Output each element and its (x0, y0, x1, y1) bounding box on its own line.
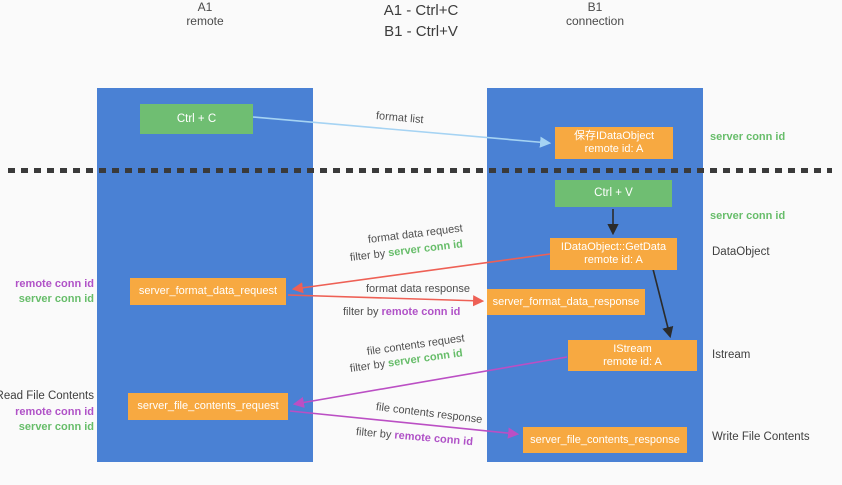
save-dataobject-line1: 保存IDataObject (573, 130, 655, 142)
remote-conn-id-text: remote conn id (381, 306, 461, 318)
left-remote-conn-id-1: remote conn id (15, 278, 94, 290)
ctrl-v-label: Ctrl + V (594, 187, 633, 199)
ctrl-v-node: Ctrl + V (555, 180, 672, 207)
file-contents-request-arrow (292, 356, 568, 408)
server-format-data-response-node: server_format_data_response (487, 289, 645, 315)
lane-b-header: B1 connection (487, 0, 703, 28)
save-dataobject-node: 保存IDataObject remote id: A (555, 127, 673, 159)
title-line-2: B1 - Ctrl+V (384, 23, 458, 40)
istream-line1: IStream (613, 342, 652, 355)
format-data-response-arrow (287, 294, 485, 307)
getdata-line1: IDataObject::GetData (560, 241, 667, 253)
ctrl-c-node: Ctrl + C (140, 104, 253, 134)
server-format-data-request-node: server_format_data_request (130, 278, 286, 305)
left-server-conn-id-2: server conn id (18, 421, 94, 433)
right-server-conn-id-top: server conn id (710, 131, 786, 143)
filter-by-text: filter by (343, 306, 382, 318)
lane-a-header: A1 remote (97, 0, 313, 28)
lane-a-title: A1 (197, 0, 213, 14)
write-file-contents-label: Write File Contents (712, 431, 810, 443)
save-dataobject-line2: remote id: A (584, 143, 644, 155)
format-data-request-arrow (291, 253, 551, 294)
ctrl-c-label: Ctrl + C (176, 112, 217, 125)
format-data-response-filter: filter by remote conn id (343, 306, 460, 318)
read-file-contents-label: Read File Contents (0, 390, 94, 402)
file-contents-response-arrow (289, 410, 520, 439)
server-format-data-request-label: server_format_data_request (138, 285, 278, 297)
getdata-to-istream-arrow (652, 268, 674, 339)
diagram-title: A1 - Ctrl+C B1 - Ctrl+V (0, 0, 842, 42)
format-list-arrow (252, 116, 552, 148)
copy-paste-divider-line (8, 168, 832, 173)
dataobject-label: DataObject (712, 246, 770, 258)
right-server-conn-id-mid: server conn id (710, 210, 786, 222)
server-format-data-response-label: server_format_data_response (492, 295, 640, 308)
title-line-1: A1 - Ctrl+C (383, 2, 459, 19)
istream-side-label: Istream (712, 349, 751, 361)
format-data-response-label: format data response (366, 283, 470, 295)
server-file-contents-response-node: server_file_contents_response (523, 427, 687, 453)
left-server-conn-id-1: server conn id (18, 293, 94, 305)
lane-b-subtitle: connection (565, 14, 625, 28)
server-file-contents-response-label: server_file_contents_response (530, 433, 680, 446)
getdata-node: IDataObject::GetData remote id: A (550, 238, 677, 270)
istream-node: IStream remote id: A (568, 340, 697, 371)
getdata-line2: remote id: A (584, 254, 643, 266)
lane-b-title: B1 (587, 0, 603, 14)
left-remote-conn-id-2: remote conn id (15, 406, 94, 418)
server-file-contents-request-label: server_file_contents_request (137, 400, 279, 412)
istream-line2: remote id: A (603, 355, 662, 368)
server-file-contents-request-node: server_file_contents_request (128, 393, 288, 420)
lane-a-subtitle: remote (186, 14, 224, 28)
